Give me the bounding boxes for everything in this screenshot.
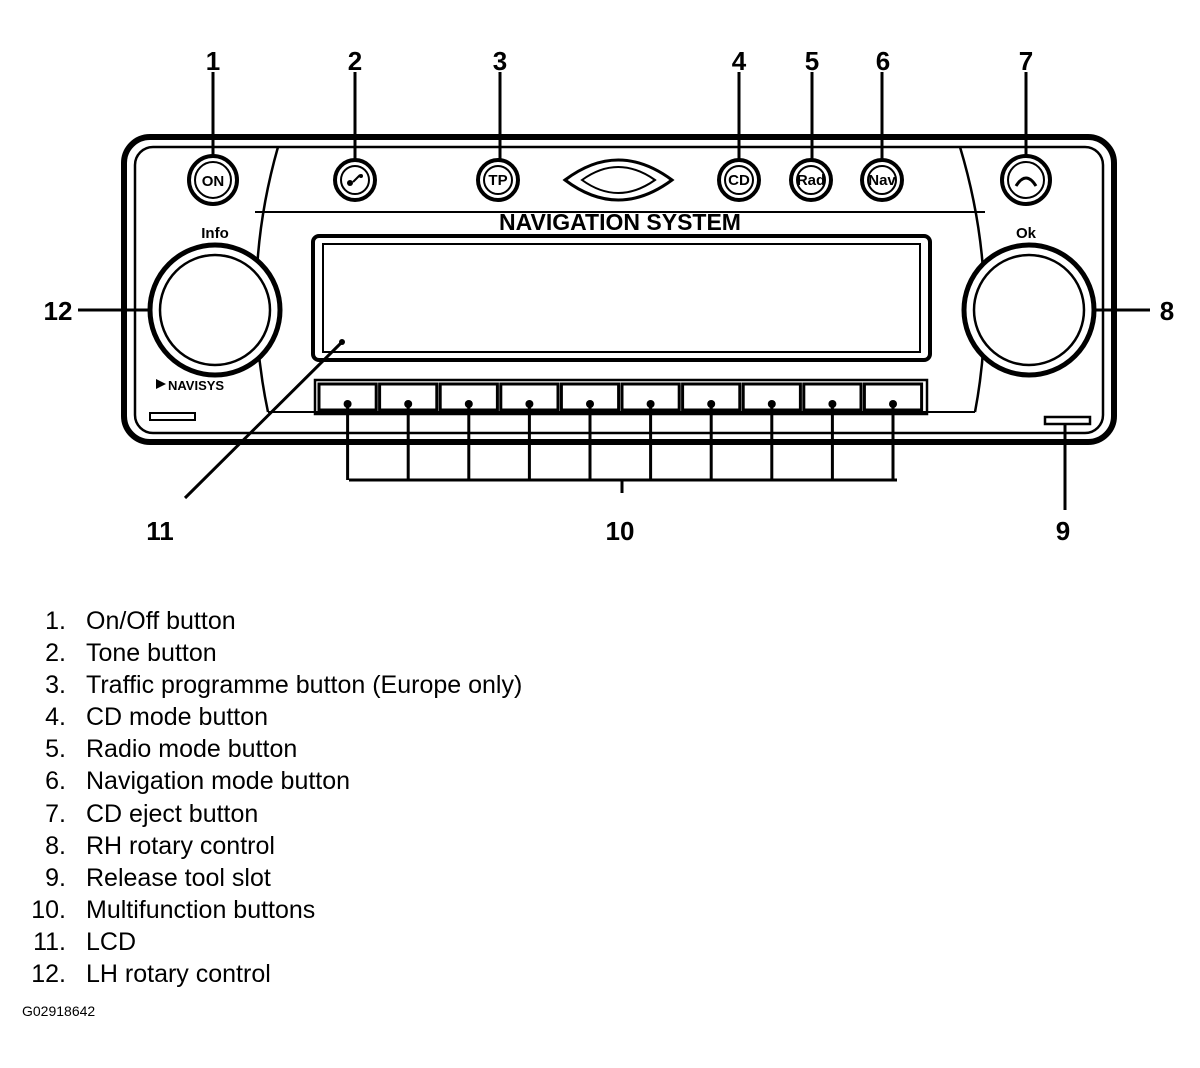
leader-lines [78,72,1150,510]
callout-6: 6 [876,46,890,76]
multifunction-button-4[interactable] [499,382,560,480]
multifunction-bracket [349,478,897,493]
multifunction-buttons [317,382,924,480]
legend-text: On/Off button [86,607,236,635]
cd-mode-button[interactable]: CD [717,158,761,202]
multifunction-button-9[interactable] [802,382,863,480]
legend-item: 3. Traffic programme button (Europe only) [22,669,522,701]
legend-number: 12. [31,960,66,989]
tone-button[interactable] [333,158,377,202]
knob-right-label: Ok [1016,225,1037,242]
legend-number: 4. [45,703,66,732]
knob-left-label: Info [201,225,229,242]
legend-item: 11. LCD [22,926,522,958]
left-slot [149,412,196,421]
legend-text: Tone button [86,639,217,668]
legend-number: 2. [45,639,66,668]
figure-id: G02918642 [22,1003,96,1019]
tp-button-label: TP [488,172,507,189]
multifunction-button-10[interactable] [862,382,924,480]
radio-mode-button[interactable]: Rad [789,158,833,202]
legend-text: Radio mode button [86,735,298,764]
legend-text: CD mode button [86,703,269,732]
legend-item: 8. RH rotary control [22,830,522,862]
rh-rotary-control[interactable] [961,242,1097,378]
legend-number: 5. [45,735,66,764]
traffic-programme-button[interactable]: TP [476,158,520,202]
callout-7: 7 [1019,46,1033,76]
legend-number: 11. [33,927,66,956]
legend-item: 9. Release tool slot [22,862,522,894]
callout-2: 2 [348,46,362,76]
navisys-logo: NAVISYS [156,378,224,393]
legend-item: 12. LH rotary control [22,958,522,990]
multifunction-button-1[interactable] [317,382,378,480]
legend-number: 6. [45,767,66,796]
eject-icon [1014,176,1038,187]
multifunction-button-7[interactable] [681,382,742,480]
on-off-button[interactable]: ON [187,154,239,206]
legend-item: 5. Radio mode button [22,733,522,765]
brand-text: NAVISYS [168,378,224,393]
callout-8: 8 [1160,296,1174,326]
legend-text: Multifunction buttons [86,895,316,924]
lcd-display [311,234,932,362]
callout-12: 12 [44,296,73,326]
lh-rotary-control[interactable] [147,242,283,378]
rad-button-label: Rad [797,172,825,189]
callout-1: 1 [206,46,220,76]
callout-9: 9 [1056,516,1070,546]
release-tool-slot[interactable] [1043,415,1092,426]
multifunction-button-3[interactable] [438,382,499,480]
legend-item: 6. Navigation mode button [22,765,522,797]
multifunction-button-6[interactable] [620,382,681,480]
legend-text: LH rotary control [86,960,271,989]
multifunction-button-frame [313,378,929,416]
legend-item: 10. Multifunction buttons [22,894,522,926]
legend-text: LCD [86,927,137,956]
legend-text: CD eject button [86,799,259,828]
lcd-leader-dot [339,339,345,345]
brand-badge [562,158,675,202]
legend-text: Release tool slot [86,863,271,892]
callout-4: 4 [732,46,747,76]
nav-button-label: Nav [868,172,896,189]
legend-number: 7. [45,799,66,828]
callout-5: 5 [805,46,819,76]
multifunction-button-5[interactable] [559,382,621,480]
legend-number: 1. [45,607,66,635]
legend-number: 8. [45,831,66,860]
radio-faceplate [133,145,1105,435]
legend-text: Navigation mode button [86,767,351,796]
legend-text: RH rotary control [86,831,275,860]
legend-item: 7. CD eject button [22,798,522,830]
callout-3: 3 [493,46,507,76]
cd-eject-button[interactable] [1000,154,1052,206]
multifunction-button-8[interactable] [741,382,802,480]
panel-title: NAVIGATION SYSTEM [499,209,741,235]
cd-button-label: CD [728,172,750,189]
legend-list: 1. On/Off button 2. Tone button 3. Traffic pr… [22,605,522,990]
tone-icon [347,174,363,186]
legend-item: 4. CD mode button [22,701,522,733]
radio-diagram: ON TP CD Rad Nav NAVIGATION [44,46,1175,546]
legend-number: 9. [45,863,66,892]
logo-mark-icon [156,379,166,389]
navigation-mode-button[interactable]: Nav [860,158,904,202]
legend-number: 10. [31,895,66,924]
legend-number: 3. [45,671,66,700]
multifunction-button-2[interactable] [378,382,439,480]
legend-text: Traffic programme button (Europe only) [86,671,523,700]
legend-item: 1. On/Off button [22,605,522,637]
legend-item: 2. Tone button [22,637,522,669]
callout-10: 10 [606,516,635,546]
on-button-label: ON [202,173,225,190]
callout-11: 11 [146,516,174,546]
